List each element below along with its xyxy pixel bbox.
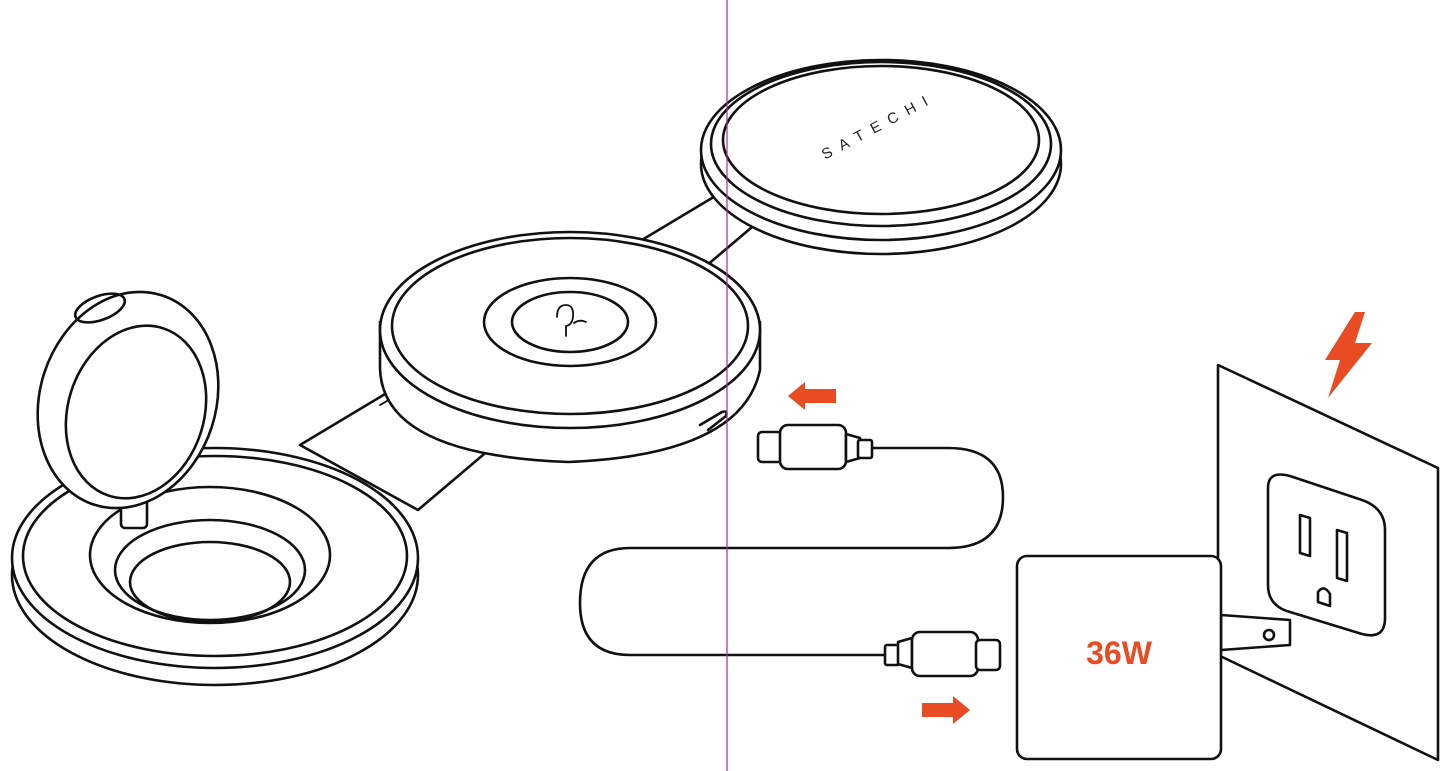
earbuds-icon [556,304,587,337]
phone-charging-pad: SATECHI [699,58,1063,256]
wall-outlet [1216,363,1440,762]
power-adapter: 36W [1015,554,1292,761]
usb-c-port [698,410,728,432]
lightning-bolt-icon [1325,312,1372,398]
usb-c-cable [578,423,1005,678]
charger-wattage-label: 36W [1086,635,1153,671]
usb-c-plug-bottom [883,630,1002,678]
arrow-left-icon [788,382,836,410]
watch-charging-puck [36,290,220,510]
arrow-right-icon [922,696,970,724]
usb-c-plug-top [756,423,874,471]
earbuds-charging-pad [378,230,762,464]
watch-charging-pad [10,290,420,687]
